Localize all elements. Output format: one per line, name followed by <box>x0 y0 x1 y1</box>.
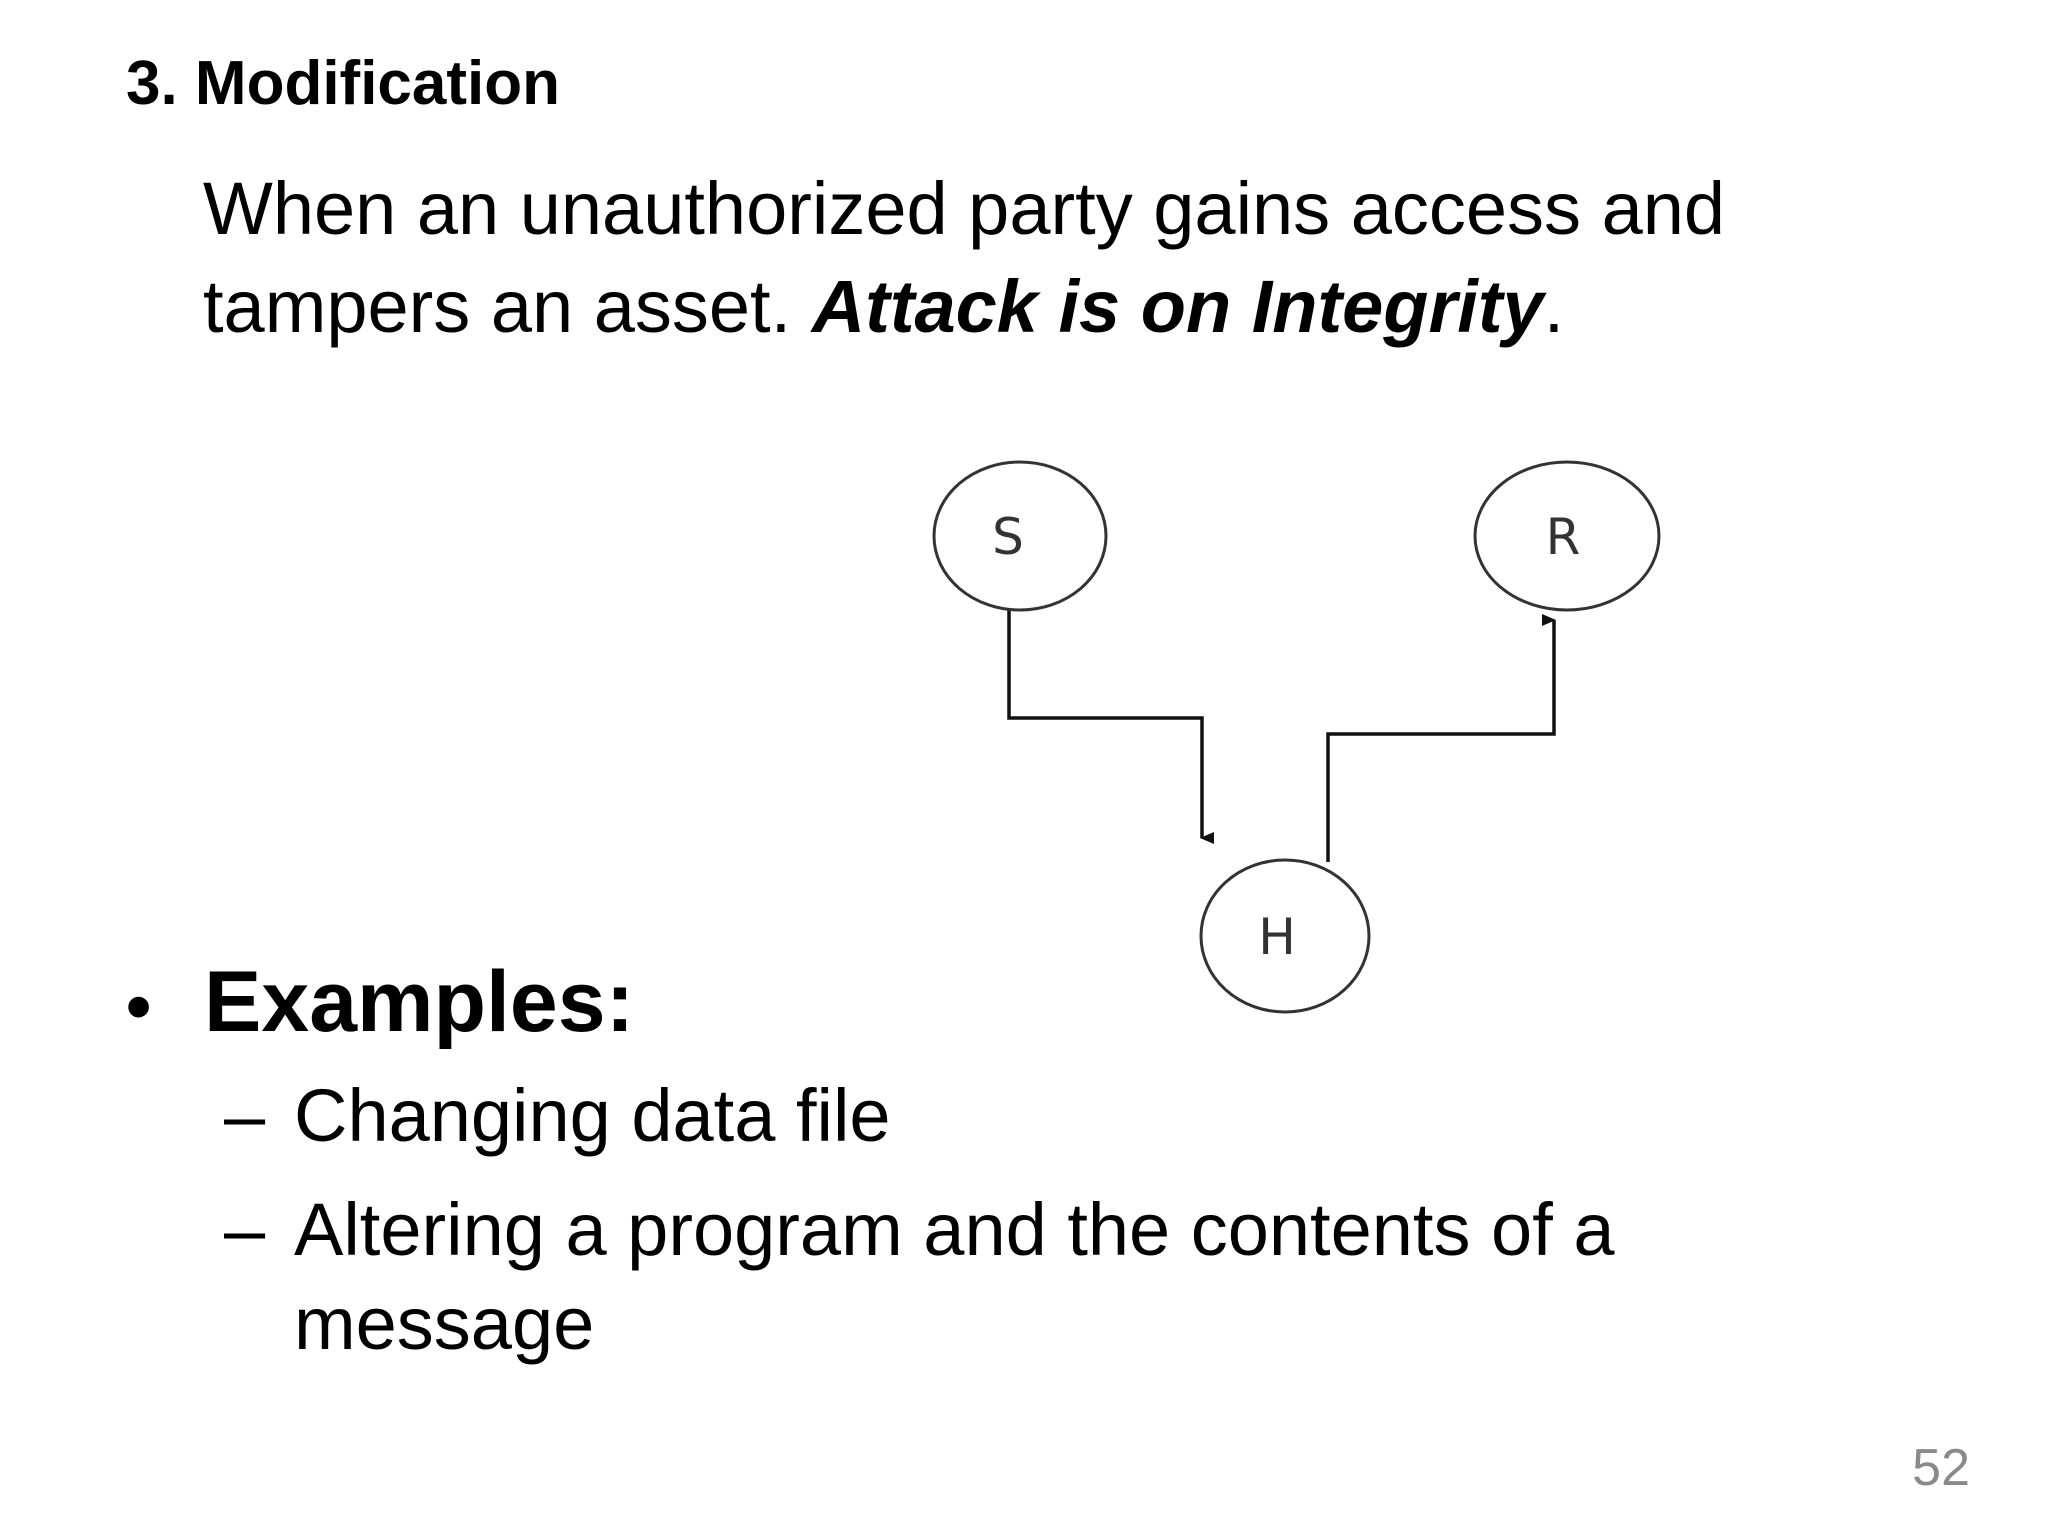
list-item-text: Changing data file <box>294 1074 891 1157</box>
slide-heading: 3. Modification <box>126 49 560 118</box>
bullet-icon: • <box>126 967 152 1047</box>
sender-to-interceptor-arrow <box>1007 596 1214 844</box>
modification-diagram: S R H <box>932 460 1661 1014</box>
page-number: 52 <box>1912 1439 1970 1497</box>
dash-marker: – <box>224 1074 266 1157</box>
receiver-label: R <box>1546 508 1581 566</box>
examples-list: • Examples: – Changing data file – Alter… <box>126 952 1826 1371</box>
interceptor-node: H <box>1199 858 1371 1014</box>
list-item: – Changing data file <box>224 1069 1826 1163</box>
examples-heading-text: Examples: <box>204 954 635 1050</box>
list-item: – Altering a program and the contents of… <box>224 1183 1784 1371</box>
list-item-text: Altering a program and the contents of a… <box>294 1188 1615 1365</box>
interceptor-to-receiver-arrow <box>1326 614 1556 862</box>
sender-label: S <box>992 508 1024 566</box>
receiver-node: R <box>1473 460 1661 612</box>
interceptor-label: H <box>1258 908 1296 966</box>
examples-heading: • Examples: <box>126 952 1826 1057</box>
definition-end: . <box>1543 265 1565 348</box>
sender-node: S <box>932 460 1108 612</box>
dash-marker: – <box>224 1188 266 1271</box>
definition-text: When an unauthorized party gains access … <box>203 160 1763 356</box>
definition-plain: When an unauthorized party gains access … <box>203 167 1726 348</box>
definition-emphasis: Attack is on Integrity <box>811 265 1544 348</box>
